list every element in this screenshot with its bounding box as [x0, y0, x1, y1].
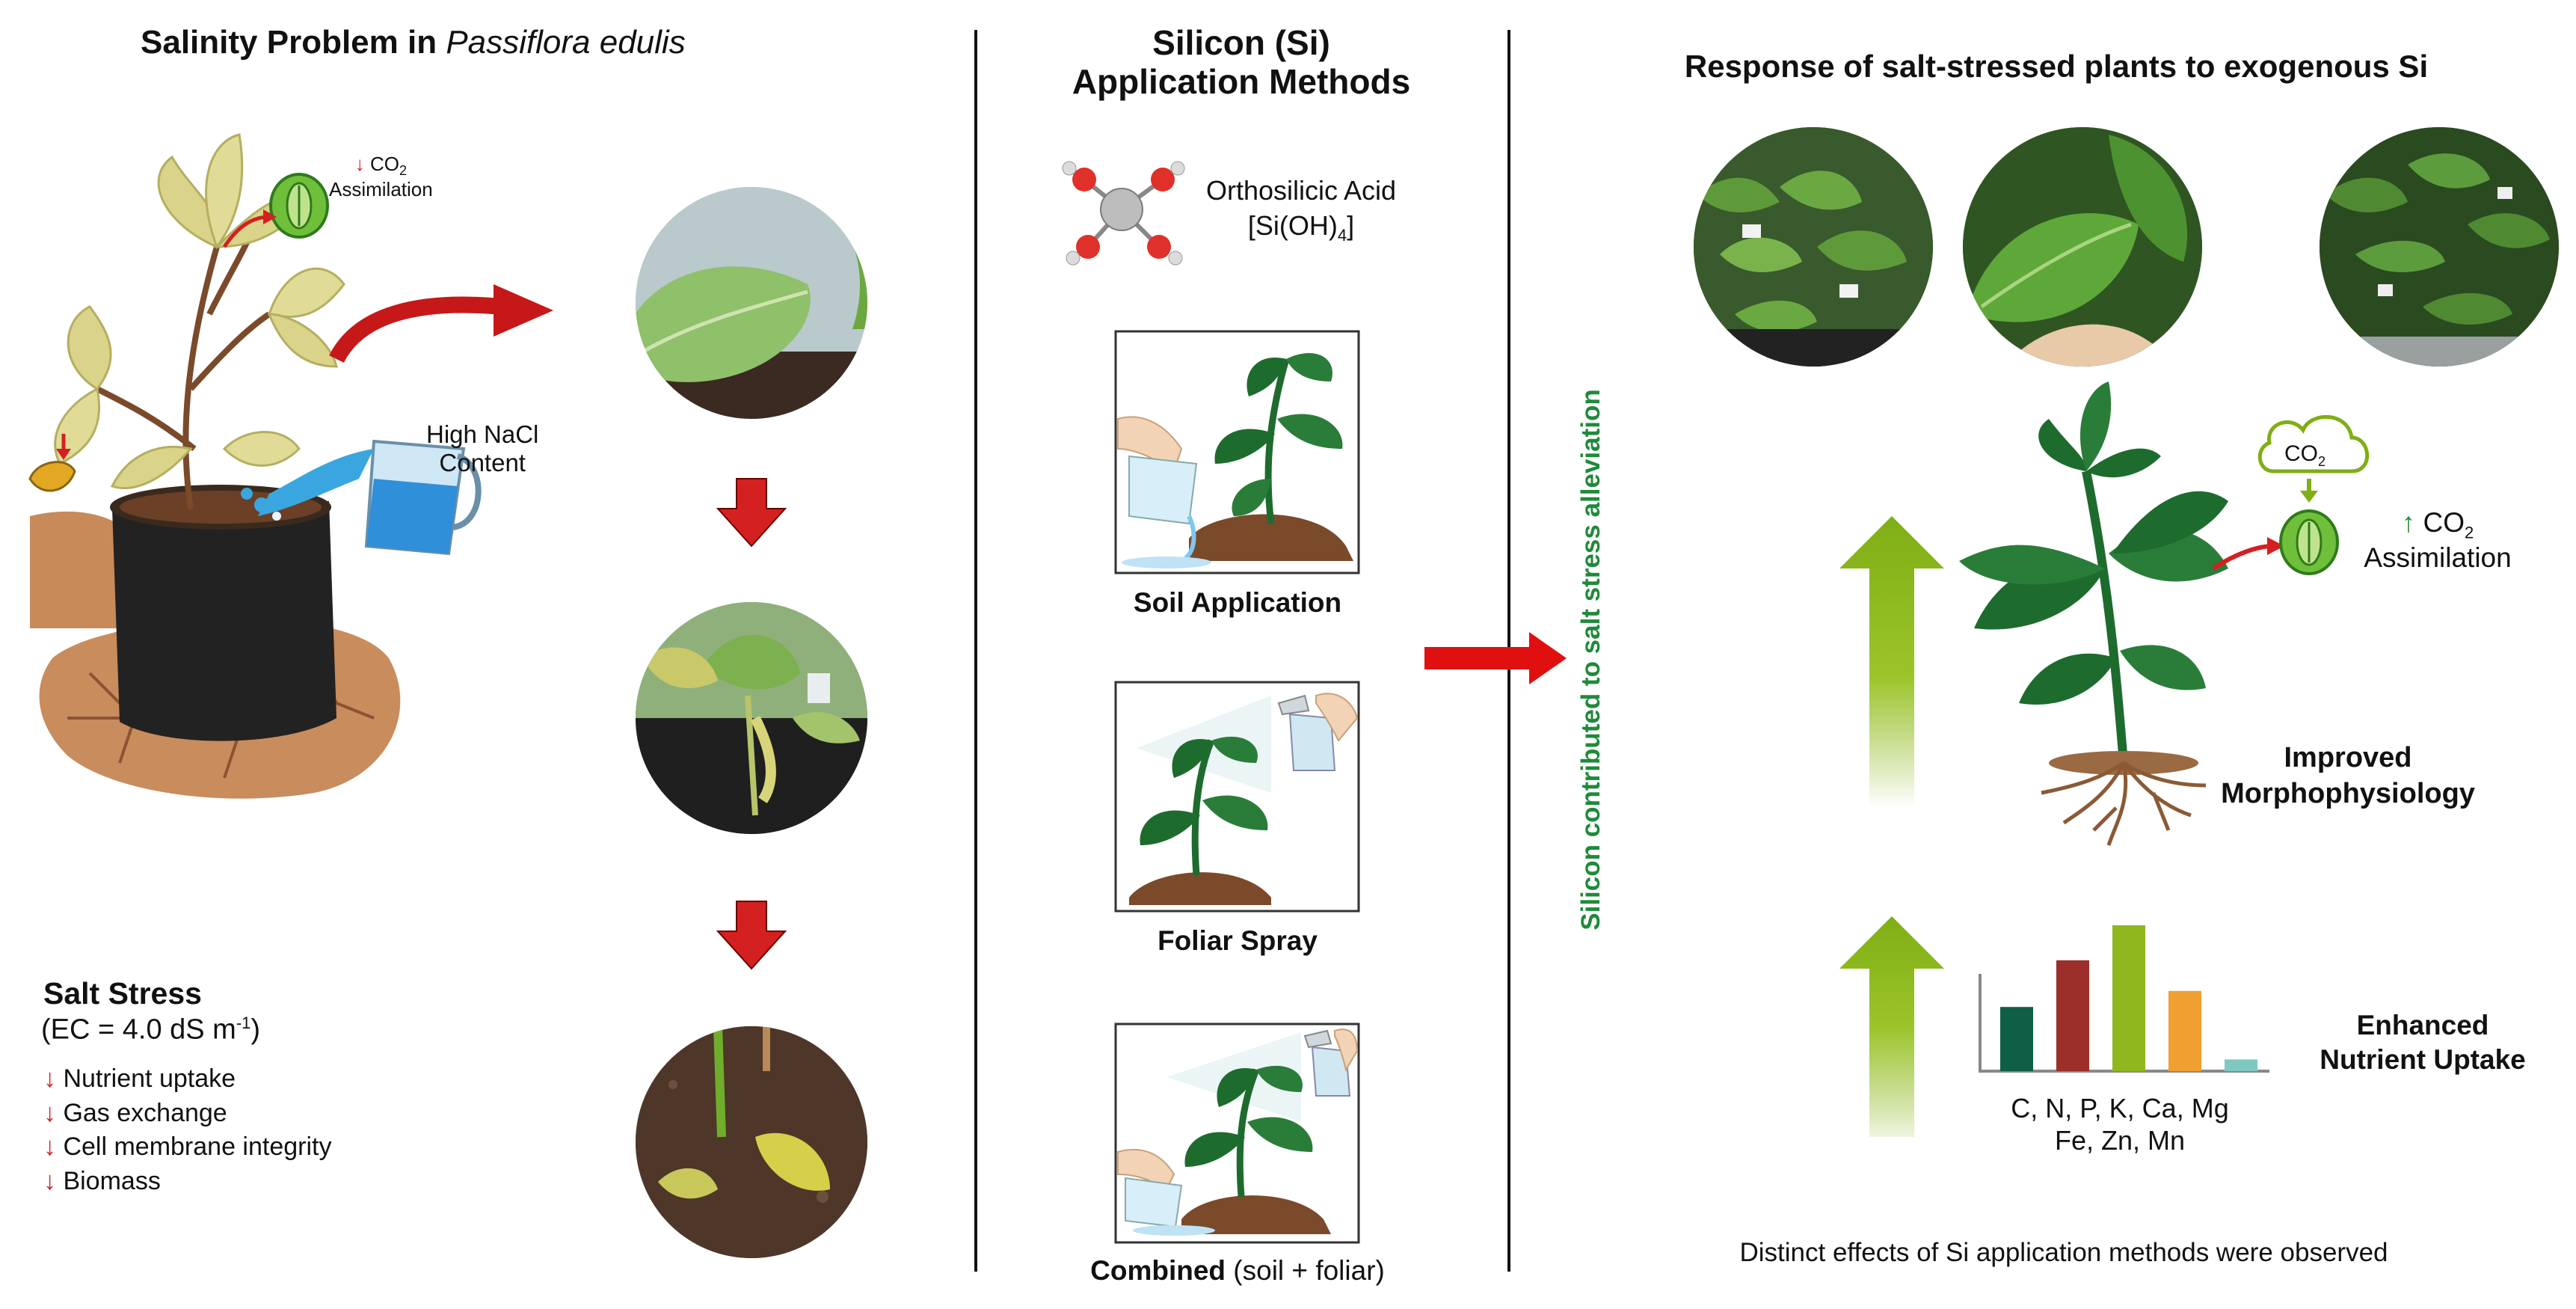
co2-assimilation-text: Assimilation: [329, 177, 433, 200]
enhanced-line1: Enhanced: [2356, 1010, 2489, 1040]
effect-text: Nutrient uptake: [63, 1064, 236, 1093]
effect-item: ↓ Gas exchange: [43, 1099, 227, 1128]
green-up-arrow-small: [1839, 916, 1944, 1137]
healthy-plant-illustration: [1959, 381, 2228, 846]
plant-pot-illustration: [110, 485, 336, 741]
improved-line2: Morphophysiology: [2221, 777, 2475, 809]
acid-label: Orthosilicic Acid [Si(OH)4]: [1185, 174, 1417, 247]
middle-title-line1: Silicon (Si): [1152, 23, 1330, 62]
co2-increase-label: ↑ CO2 Assimilation: [2348, 507, 2527, 574]
middle-title-line2: Application Methods: [1072, 61, 1411, 101]
ec-prefix: (EC = 4.0 dS m: [41, 1014, 236, 1046]
ec-superscript: -1: [236, 1014, 251, 1032]
nutrient-bar-3: [2112, 925, 2145, 1071]
photo-wilted-seedling: [636, 1026, 867, 1258]
nutrient-bar-chart: [1979, 925, 2269, 1073]
photo-dense-plants: [2320, 127, 2559, 367]
footer-note: Distinct effects of Si application metho…: [1739, 1238, 2388, 1267]
acid-formula-subscript: 4: [1337, 225, 1347, 245]
soil-application-illustration: [1114, 330, 1360, 574]
wilted-leaf-icon: [28, 434, 76, 492]
nutrient-bar-1: [2000, 1007, 2033, 1071]
method-label-combined: Combined (soil + foliar): [1062, 1255, 1413, 1287]
stomata-icon: [269, 173, 329, 239]
red-right-arrow: [1424, 632, 1567, 684]
red-curved-arrow: [329, 296, 502, 364]
saline-water-cup-icon: [241, 439, 482, 556]
down-arrow-icon: ↓: [43, 1167, 56, 1195]
cloud-co2-label: CO2: [2284, 441, 2326, 470]
salt-stress-title: Salt Stress: [43, 976, 202, 1011]
nutrients-line1: C, N, P, K, Ca, Mg: [2011, 1093, 2229, 1123]
nacl-label: High NaCl Content: [426, 420, 538, 477]
effect-text: Biomass: [63, 1167, 161, 1195]
red-down-arrow-2: [716, 901, 787, 970]
up-arrow-icon: ↑: [2401, 507, 2416, 538]
foliar-spray-illustration: [1114, 681, 1360, 913]
co2-text: CO: [369, 153, 399, 175]
acid-name: Orthosilicic Acid: [1205, 175, 1397, 206]
combined-bold: Combined: [1090, 1255, 1226, 1286]
enhanced-line2: Nutrient Uptake: [2320, 1044, 2526, 1076]
left-title-prefix: Salinity Problem in: [141, 24, 446, 61]
effect-text: Gas exchange: [63, 1099, 227, 1127]
down-arrow-icon: ↓: [43, 1064, 56, 1093]
acid-formula: [Si(OH): [1247, 209, 1338, 241]
cloud-co2-text: CO: [2284, 441, 2318, 466]
method-label-foliar: Foliar Spray: [1158, 925, 1318, 956]
effect-item: ↓ Nutrient uptake: [43, 1064, 236, 1094]
green-up-arrow-large: [1839, 516, 1944, 808]
nutrients-label: C, N, P, K, Ca, Mg Fe, Zn, Mn: [1959, 1092, 2281, 1156]
photo-leaf-closeup: [636, 187, 867, 419]
co2-decrease-label: ↓ CO2 Assimilation: [329, 153, 433, 200]
ec-suffix: ): [250, 1014, 261, 1046]
photo-seedlings-greenhouse: [1694, 127, 1933, 367]
combined-application-illustration: [1114, 1023, 1360, 1244]
left-title-species: Passiflora edulis: [446, 24, 686, 61]
red-pointer-arrow: [2212, 544, 2274, 571]
vertical-si-label: Silicon contributed to salt stress allev…: [1576, 389, 1605, 931]
photo-seedlings-tray: [636, 602, 867, 834]
co2-cloud-icon: [2257, 414, 2370, 503]
ec-value: (EC = 4.0 dS m-1): [41, 1014, 260, 1046]
nutrients-line2: Fe, Zn, Mn: [2054, 1125, 2186, 1156]
effect-item: ↓ Biomass: [43, 1167, 161, 1196]
co2-up-subscript: 2: [2465, 523, 2474, 542]
co2-up-text: CO: [2423, 507, 2465, 538]
down-arrow-icon: ↓: [43, 1099, 56, 1127]
down-arrow-icon: ↓: [43, 1132, 56, 1161]
stressed-plant-illustration: [54, 133, 345, 509]
enhanced-label: Enhanced Nutrient Uptake: [2288, 1008, 2557, 1078]
left-panel-title: Salinity Problem in Passiflora edulis: [141, 24, 686, 62]
orthosilicic-acid-molecule-icon: [1062, 161, 1185, 266]
red-down-arrow-1: [716, 478, 787, 548]
co2-up-assimilation: Assimilation: [2364, 542, 2512, 573]
improved-line1: Improved: [2284, 742, 2412, 773]
cloud-co2-subscript: 2: [2318, 454, 2326, 469]
photo-healthy-leaf: [1963, 127, 2202, 367]
acid-formula-suffix: ]: [1347, 209, 1355, 241]
right-panel-title: Response of salt-stressed plants to exog…: [1684, 49, 2429, 84]
co2-subscript: 2: [399, 163, 407, 179]
nacl-line1: High NaCl: [426, 420, 539, 448]
nutrient-bar-4: [2168, 990, 2201, 1071]
middle-panel-title: Silicon (Si) Application Methods: [1024, 23, 1458, 101]
stomata-healthy-icon: [2279, 509, 2339, 575]
nacl-line2: Content: [439, 448, 526, 476]
nutrient-bar-2: [2056, 960, 2089, 1071]
method-label-soil: Soil Application: [1133, 587, 1342, 618]
improved-label: Improved Morphophysiology: [2191, 741, 2505, 812]
effect-text: Cell membrane integrity: [63, 1132, 332, 1161]
nutrient-bar-5: [2225, 1059, 2257, 1071]
effect-item: ↓ Cell membrane integrity: [43, 1132, 331, 1162]
combined-suffix: (soil + foliar): [1226, 1255, 1385, 1286]
